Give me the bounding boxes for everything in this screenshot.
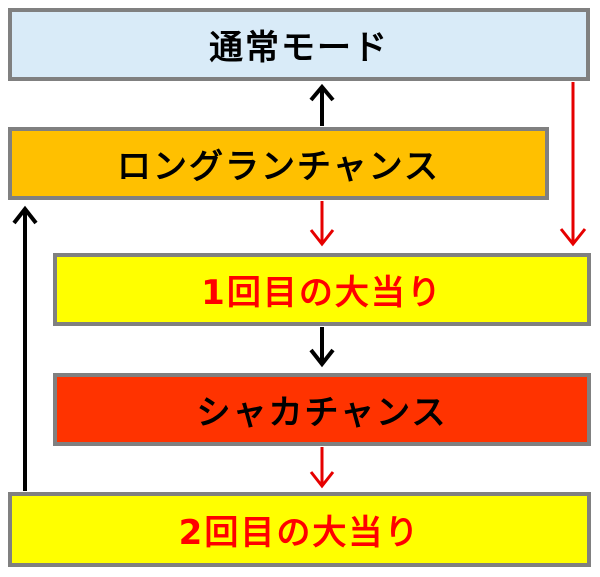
box-normal-mode-label: 通常モード bbox=[209, 28, 389, 68]
arrow-longrun-to-first bbox=[309, 201, 335, 247]
box-first-jackpot: 1回目の大当り bbox=[53, 253, 591, 326]
box-shaka-chance-label: シャカチャンス bbox=[196, 393, 448, 433]
box-first-jackpot-label: 1回目の大当り bbox=[201, 273, 443, 313]
arrow-second-to-longrun bbox=[12, 205, 38, 491]
box-long-run-chance-label: ロングランチャンス bbox=[117, 147, 440, 187]
box-normal-mode: 通常モード bbox=[8, 8, 590, 81]
arrow-normal-to-first bbox=[559, 82, 587, 247]
arrow-first-to-shaka bbox=[309, 327, 335, 368]
box-second-jackpot: 2回目の大当り bbox=[8, 492, 591, 567]
box-long-run-chance: ロングランチャンス bbox=[8, 127, 549, 200]
arrow-shaka-to-second bbox=[309, 447, 335, 489]
box-shaka-chance: シャカチャンス bbox=[53, 373, 591, 446]
box-second-jackpot-label: 2回目の大当り bbox=[178, 513, 421, 553]
arrow-longrun-to-normal bbox=[309, 83, 335, 126]
